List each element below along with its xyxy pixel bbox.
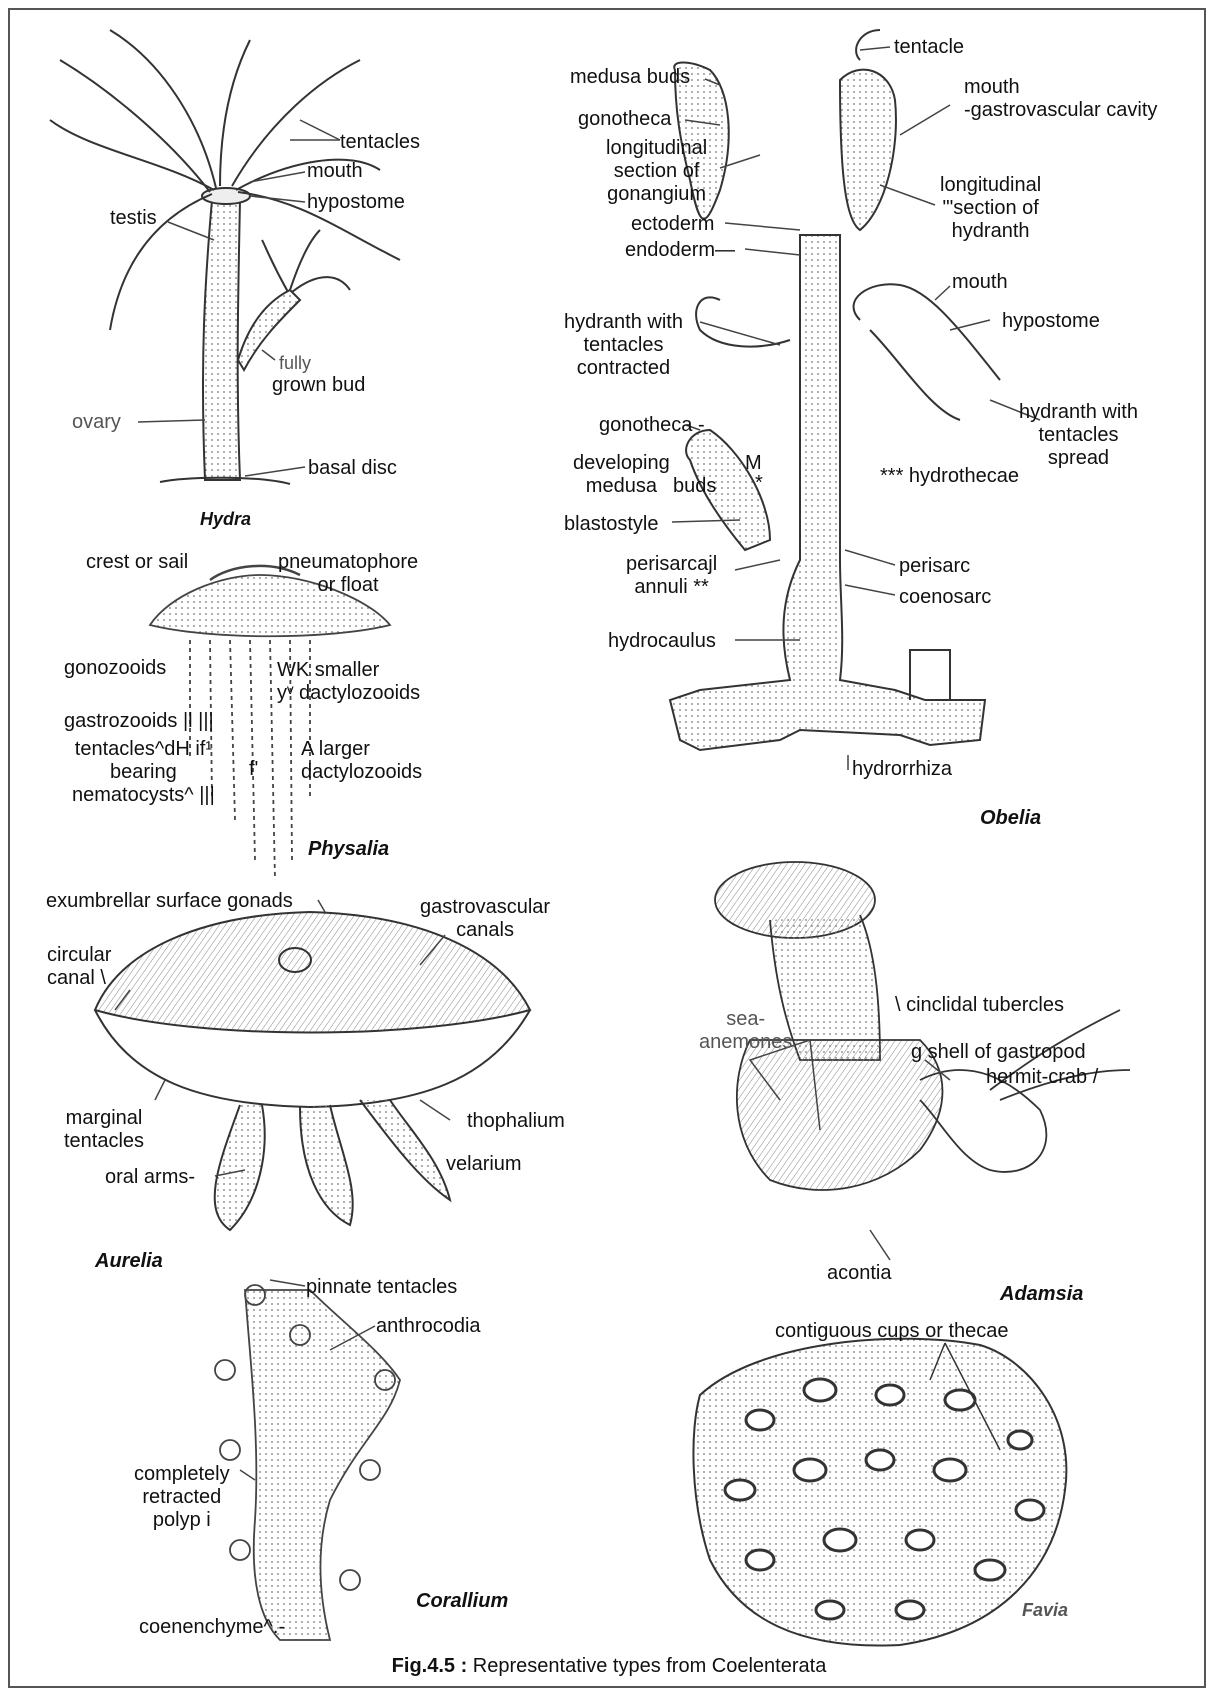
label-crest-or-sail: crest or sail — [86, 551, 188, 574]
label-exumbrellar-surface-gonads: exumbrellar surface gonads — [46, 890, 293, 913]
label-tentacles-bearing: tentacles^dH if¹ bearing nematocysts^ ||… — [72, 738, 215, 807]
title-physalia: Physalia — [308, 838, 389, 861]
label-hermit-crab: hermit-crab / — [986, 1066, 1098, 1089]
label-oral-arms: oral arms- — [105, 1166, 195, 1189]
label-mouth: mouth — [307, 160, 363, 183]
label-gonozooids: gonozooids — [64, 657, 166, 680]
title-aurelia: Aurelia — [95, 1250, 163, 1273]
label-perisarc: perisarc — [899, 555, 970, 578]
label-cinclidal-tubercles: \ cinclidal tubercles — [895, 994, 1064, 1017]
label-developing-medusa: developing medusa — [573, 452, 670, 498]
title-hydra: Hydra — [200, 508, 251, 531]
label-longitudinal-section-hydranth: longitudinal '"section of hydranth — [940, 174, 1041, 243]
label-hydrothecae: *** hydrothecae — [880, 465, 1019, 488]
title-obelia: Obelia — [980, 807, 1041, 830]
label-basal-disc: basal disc — [308, 457, 397, 480]
label-completely-retracted-polyp: completely retracted polyp i — [134, 1463, 230, 1532]
label-acontia: acontia — [827, 1262, 892, 1285]
label-coenenchyme: coenenchyme^.- — [139, 1616, 285, 1639]
label-blastostyle: blastostyle — [564, 513, 659, 536]
label-contiguous-cups: contiguous cups or thecae — [775, 1320, 1009, 1343]
label-gonotheca-lower: gonotheca - — [599, 414, 705, 437]
caption-text: Representative types from Coelenterata — [467, 1655, 826, 1677]
label-anthrocodia: anthrocodia — [376, 1315, 481, 1338]
label-tentacles: tentacles — [340, 131, 420, 154]
label-tentacle: tentacle — [894, 36, 964, 59]
label-endoderm: endoderm— — [625, 239, 735, 262]
label-gonotheca: gonotheca — [578, 108, 671, 131]
label-buds: buds — [673, 475, 716, 498]
label-shell-of-gastropod: g shell of gastropod — [911, 1041, 1086, 1064]
label-thophalium: thophalium — [467, 1110, 565, 1133]
label-testis: testis — [110, 207, 157, 230]
label-sea-anemones: sea- anemones — [699, 1008, 792, 1054]
label-pinnate-tentacles: pinnate tentacles — [306, 1276, 457, 1299]
label-hydrorrhiza: hydrorrhiza — [852, 758, 952, 781]
label-ectoderm: ectoderm — [631, 213, 714, 236]
obelia-drawing — [670, 30, 1000, 750]
label-pneumatophore: pneumatophore or float — [278, 551, 418, 597]
title-corallium: Corallium — [416, 1590, 508, 1613]
figure-caption: Fig.4.5 : Representative types from Coel… — [0, 1655, 1218, 1678]
label-ovary: ovary — [72, 411, 121, 434]
label-larger-dactylozooids: A larger dactylozooids — [301, 738, 422, 784]
label-circular-canal: circular canal \ — [47, 944, 111, 990]
label-longitudinal-section-gonangium: longitudinal section of gonangium — [606, 137, 707, 206]
label-perisarcal-annuli: perisarcajl annuli ** — [626, 553, 717, 599]
label-mouth-hydranth: mouth — [952, 271, 1008, 294]
label-f: f' — [249, 758, 258, 781]
label-mouth-gastrovascular-cavity: mouth -gastrovascular cavity — [964, 76, 1157, 122]
label-medusa-buds: medusa buds — [570, 66, 690, 89]
label-gastrovascular-canals: gastrovascular canals — [420, 896, 550, 942]
label-hydranth-spread: hydranth with tentacles spread — [1019, 401, 1138, 470]
label-velarium: velarium — [446, 1153, 522, 1176]
corallium-drawing — [215, 1285, 400, 1640]
title-favia: Favia — [1022, 1599, 1068, 1622]
label-fully: fully — [279, 352, 311, 375]
label-smaller-dactylozooids: WK smaller yᵛ dactylozooids — [277, 659, 420, 705]
label-star: * — [755, 472, 763, 495]
caption-label: Fig.4.5 : — [392, 1655, 468, 1677]
favia-drawing — [693, 1339, 1066, 1646]
label-hypostome-obelia: hypostome — [1002, 310, 1100, 333]
label-hydranth-contracted: hydranth with tentacles contracted — [564, 311, 683, 380]
label-hydrocaulus: hydrocaulus — [608, 630, 716, 653]
label-marginal-tentacles: marginal tentacles — [64, 1107, 144, 1153]
title-adamsia: Adamsia — [1000, 1283, 1083, 1306]
label-grown-bud: grown bud — [272, 374, 365, 397]
label-hypostome: hypostome — [307, 191, 405, 214]
label-gastrozooids: gastrozooids |l ||| — [64, 710, 214, 733]
label-coenosarc: coenosarc — [899, 586, 991, 609]
